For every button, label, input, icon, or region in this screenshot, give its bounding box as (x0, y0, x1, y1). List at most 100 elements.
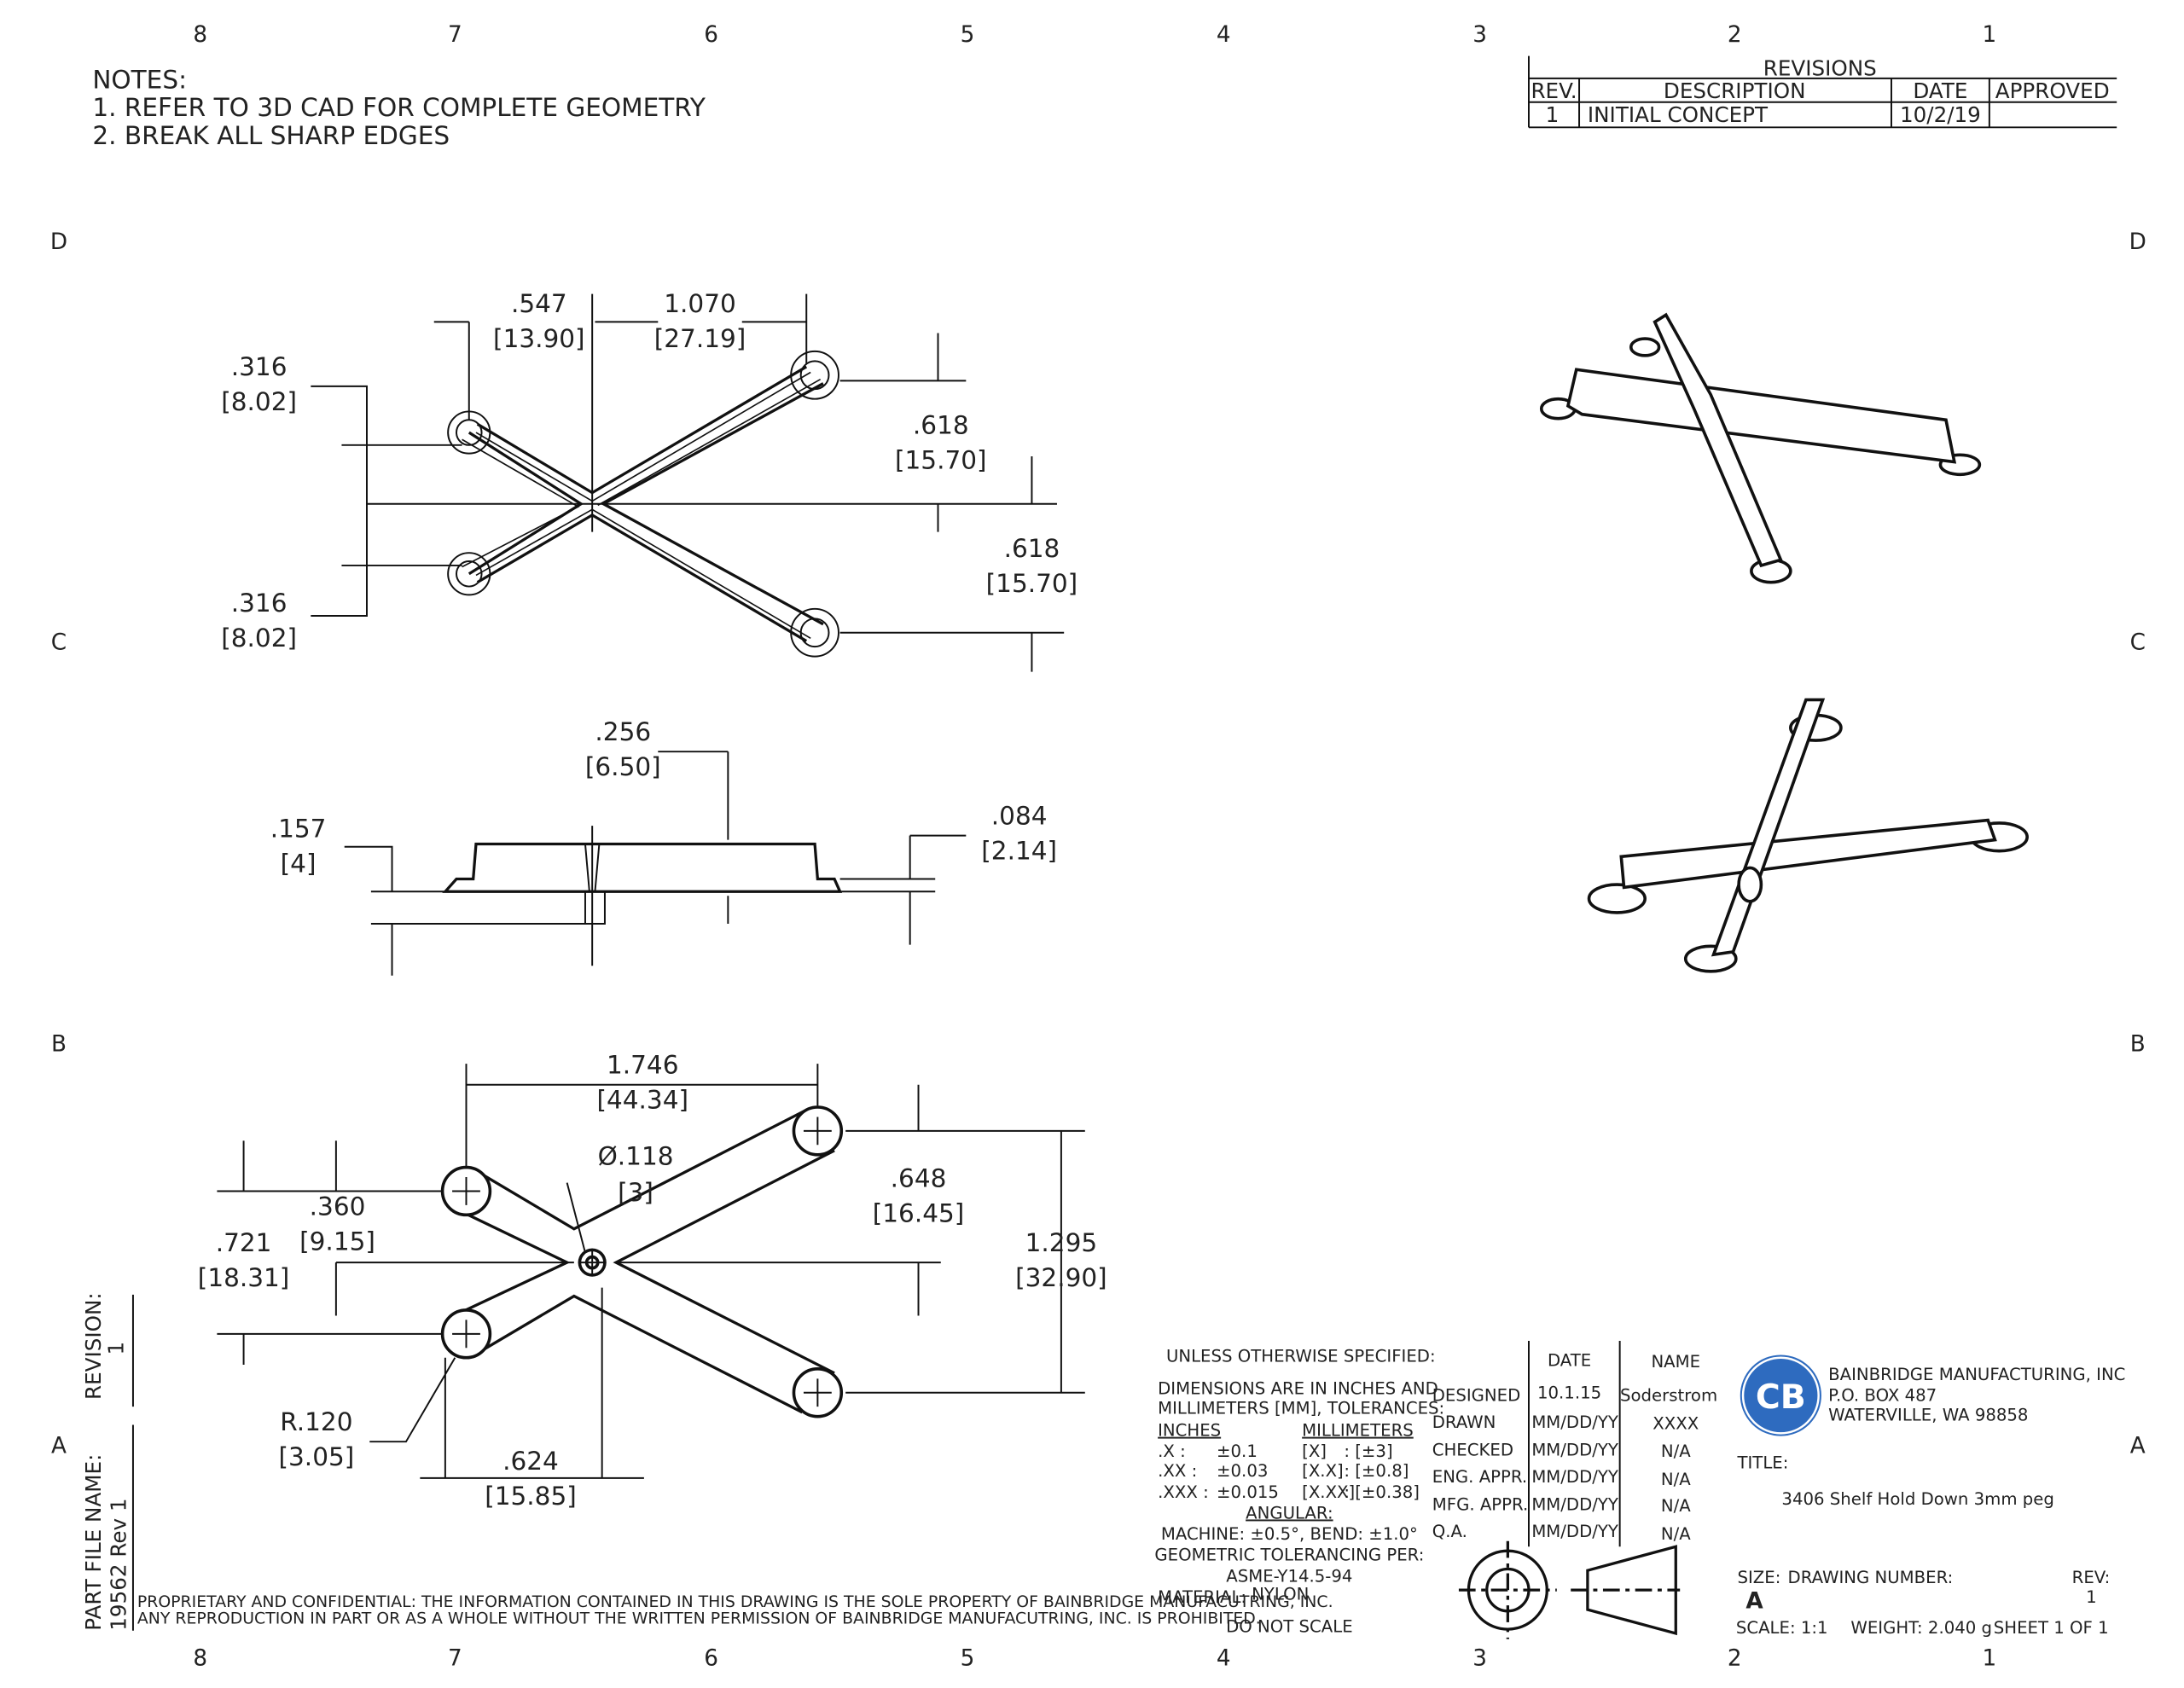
logo-lettering: CB (1756, 1378, 1806, 1417)
tol-mm-key: [X.XX] (1302, 1482, 1355, 1502)
approval-name: N/A (1661, 1524, 1691, 1544)
sheet: SHEET 1 OF 1 (1994, 1618, 2109, 1638)
dim-value: 1.746 (607, 1051, 679, 1080)
drawing-title: 3406 Shelf Hold Down 3mm peg (1781, 1489, 2053, 1509)
company-logo: CB (1737, 1352, 1825, 1439)
dim-value: Ø.118 (598, 1141, 674, 1170)
zone-row: B (2130, 1031, 2146, 1057)
approval-date: MM/DD/YY (1531, 1467, 1619, 1487)
zone-col: 1 (1983, 1646, 1997, 1672)
approval-name: N/A (1661, 1441, 1691, 1461)
name-header: NAME (1651, 1352, 1700, 1372)
dim-value: .084 (991, 802, 1048, 831)
dim-value-mm: [6.50] (585, 752, 661, 781)
dim-value-mm: [32.90] (1015, 1263, 1107, 1292)
zone-col: 8 (193, 1646, 207, 1672)
dim-value: .721 (216, 1228, 272, 1257)
dim-value-mm: [27.19] (654, 324, 746, 353)
angular-values: MACHINE: ±0.5°, BEND: ±1.0° (1161, 1524, 1418, 1544)
approval-date: MM/DD/YY (1531, 1412, 1619, 1432)
dim-value: .618 (1004, 534, 1060, 563)
dim-value-mm: [16.45] (873, 1199, 965, 1228)
dim-value: R.120 (280, 1407, 352, 1436)
revisions-header: APPROVED (1995, 78, 2110, 103)
dim-value-mm: [2.14] (981, 837, 1057, 866)
tolerance-row: .XXX : ±0.015 [X.XX] : [±0.38] (1158, 1482, 1420, 1502)
rev-label: REV: (2072, 1568, 2111, 1587)
tol-mm-key: [X.X] (1302, 1461, 1344, 1481)
zone-col: 5 (961, 1646, 975, 1672)
gdt-label: GEOMETRIC TOLERANCING PER: (1154, 1546, 1424, 1565)
side-view: .256 [6.50] .157 [4] .084 [2.14] (270, 717, 1057, 976)
proprietary-notice: PROPRIETARY AND CONFIDENTIAL: THE INFORM… (137, 1592, 1333, 1611)
dim-value: 1.070 (664, 289, 736, 318)
zone-labels: 8 7 6 5 4 3 2 1 8 7 6 5 4 3 2 1 D C B A … (50, 22, 2146, 1672)
unless-specified: UNLESS OTHERWISE SPECIFIED: (1166, 1347, 1436, 1366)
approval-name: N/A (1661, 1470, 1691, 1489)
dim-value-mm: [8.02] (221, 624, 297, 653)
file-name-label: PART FILE NAME: (81, 1454, 106, 1631)
zone-row: A (51, 1433, 67, 1459)
dims-note: MILLIMETERS [MM], TOLERANCES: (1158, 1398, 1444, 1418)
dim-value-mm: [13.90] (493, 324, 585, 353)
millimeters-header: MILLIMETERS (1302, 1421, 1414, 1441)
revision-description: INITIAL CONCEPT (1588, 102, 1769, 127)
tol-in: ±0.1 (1217, 1441, 1258, 1461)
approval-name: Soderstrom (1620, 1386, 1717, 1406)
dim-value: .648 (891, 1164, 947, 1193)
zone-row: C (51, 629, 67, 655)
approval-name: XXXX (1653, 1413, 1699, 1433)
approval-date: MM/DD/YY (1531, 1495, 1619, 1515)
zone-col: 2 (1728, 1646, 1742, 1672)
weight: WEIGHT: 2.040 g (1850, 1618, 1992, 1638)
revisions-header: DATE (1913, 78, 1967, 103)
approval-name: N/A (1661, 1496, 1691, 1516)
dim-value: .157 (270, 814, 327, 843)
approval-row: Q.A. MM/DD/YY N/A (1432, 1522, 1691, 1544)
dim-value-mm: [3.05] (279, 1442, 355, 1471)
tol-in: ±0.03 (1217, 1461, 1268, 1481)
notes-heading: NOTES: (92, 65, 187, 94)
side-margin: REVISION: 1 PART FILE NAME: 19562 Rev 1 (81, 1292, 134, 1631)
material-label: MATERIAL: (1158, 1587, 1246, 1607)
inches-header: INCHES (1158, 1421, 1221, 1441)
dim-value: .360 (310, 1192, 366, 1221)
zone-col: 3 (1472, 22, 1487, 48)
dim-value-mm: [15.70] (986, 569, 1078, 598)
approval-row: CHECKED MM/DD/YY N/A (1432, 1441, 1691, 1462)
dims-note: DIMENSIONS ARE IN INCHES AND (1158, 1378, 1438, 1398)
notes: NOTES: 1. REFER TO 3D CAD FOR COMPLETE G… (92, 65, 706, 150)
tol-mm: : [±0.8] (1344, 1461, 1409, 1481)
dim-value-mm: [44.34] (596, 1086, 688, 1115)
revisions-title: REVISIONS (1763, 56, 1877, 81)
dim-value: .618 (913, 411, 969, 440)
note-item: 2. BREAK ALL SHARP EDGES (92, 121, 450, 150)
scale: SCALE: 1:1 (1736, 1618, 1828, 1638)
zone-col: 6 (704, 1646, 718, 1672)
approval-date: MM/DD/YY (1531, 1441, 1619, 1460)
zone-row: D (2129, 229, 2146, 255)
approval-row: MFG. APPR. MM/DD/YY N/A (1432, 1495, 1691, 1517)
size-label: SIZE: (1737, 1568, 1780, 1587)
zone-col: 5 (961, 22, 975, 48)
dim-value: .624 (502, 1447, 559, 1476)
approval-date: MM/DD/YY (1531, 1522, 1619, 1541)
tol-mm-key: [X] (1302, 1441, 1327, 1461)
revision-value: 1 (103, 1342, 128, 1355)
zone-col: 7 (448, 1646, 462, 1672)
isometric-view-top (1539, 312, 1982, 584)
revisions-header: REV. (1531, 78, 1577, 103)
zone-col: 4 (1217, 1646, 1231, 1672)
revision-date: 10/2/19 (1900, 102, 1981, 127)
tol-key: .X : (1158, 1441, 1186, 1461)
zone-col: 7 (448, 22, 462, 48)
tol-key: .XX : (1158, 1461, 1197, 1481)
tol-in: ±0.015 (1217, 1482, 1279, 1502)
tol-mm: : [±0.38] (1344, 1482, 1420, 1502)
zone-row: A (2130, 1433, 2146, 1459)
approval-row: ENG. APPR. MM/DD/YY N/A (1432, 1467, 1691, 1489)
do-not-scale: DO NOT SCALE (1226, 1616, 1353, 1636)
dim-value-mm: [18.31] (198, 1263, 290, 1292)
gdt-standard: ASME-Y14.5-94 (1226, 1566, 1352, 1586)
company-name: BAINBRIDGE MANUFACTURING, INC (1828, 1365, 2125, 1384)
